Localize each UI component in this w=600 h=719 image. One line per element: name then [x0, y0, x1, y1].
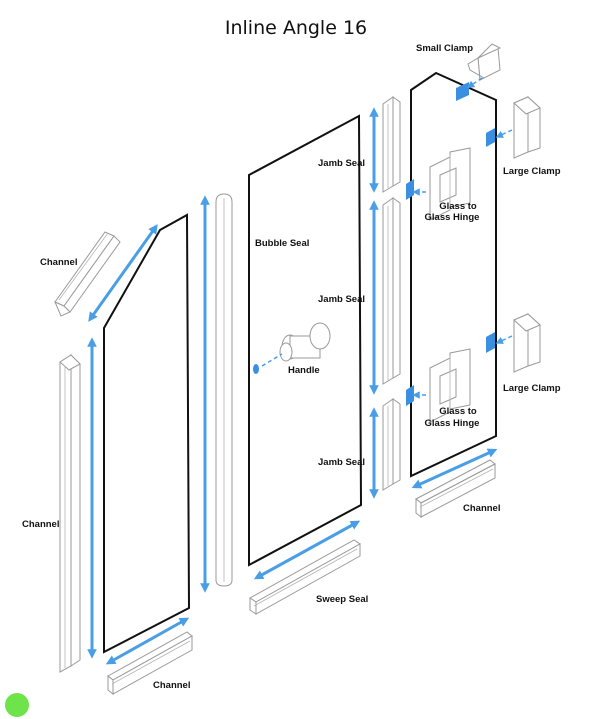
- large-clamp-bottom-marker: [486, 332, 495, 353]
- handle-mount-marker: [253, 364, 259, 374]
- label-handle: Handle: [288, 365, 320, 376]
- label-jamb-seal-top: Jamb Seal: [318, 158, 365, 169]
- jamb-seal-bottom-part: [382, 398, 401, 491]
- label-hinge-bottom-line2: Glass Hinge: [425, 418, 480, 429]
- hinge-bottom-part: [412, 348, 471, 423]
- hinge-bottom-marker: [406, 385, 414, 406]
- label-jamb-seal-bottom: Jamb Seal: [318, 457, 365, 468]
- channel-top-left: [54, 231, 121, 317]
- left-panel-width-arrow: [105, 617, 190, 665]
- label-hinge-bottom-line1: Glass to: [439, 406, 477, 417]
- right-panel-width-arrow: [411, 448, 498, 489]
- handle-part: [253, 322, 331, 374]
- label-jamb-seal-middle: Jamb Seal: [318, 294, 365, 305]
- label-bubble-seal: Bubble Seal: [255, 238, 309, 249]
- jamb-seal-middle-part: [382, 197, 401, 385]
- hinge-top-marker: [406, 179, 414, 200]
- bubble-seal-part: [215, 193, 233, 587]
- label-channel-left: Channel: [22, 519, 59, 530]
- channel-right-part: [415, 459, 496, 519]
- large-clamp-bottom-part: [495, 312, 541, 373]
- label-large-clamp-bottom: Large Clamp: [503, 383, 561, 394]
- label-hinge-top-line1: Glass to: [439, 201, 477, 212]
- label-channel-top-left: Channel: [40, 257, 77, 268]
- channel-bottom-left: [107, 631, 193, 696]
- diagram-title: Inline Angle 16: [225, 17, 367, 39]
- label-channel-bottom-left: Channel: [153, 680, 190, 691]
- door-width-arrow: [253, 520, 361, 580]
- label-small-clamp: Small Clamp: [416, 43, 473, 54]
- small-clamp-marker: [456, 82, 469, 101]
- jamb-seal-top-part: [382, 96, 401, 193]
- green-dot-icon: [5, 693, 29, 717]
- label-hinge-top-line2: Glass Hinge: [425, 212, 480, 223]
- large-clamp-top-part: [495, 95, 541, 159]
- sweep-seal-part: [249, 539, 361, 615]
- large-clamp-top-marker: [486, 128, 495, 147]
- label-sweep-seal: Sweep Seal: [316, 594, 368, 605]
- small-clamp-part: [466, 43, 502, 89]
- hinge-top-part: [412, 147, 471, 221]
- label-channel-right: Channel: [463, 503, 500, 514]
- left-panel-angle-arrow: [88, 224, 158, 322]
- channel-left: [59, 353, 81, 673]
- label-large-clamp-top: Large Clamp: [503, 166, 561, 177]
